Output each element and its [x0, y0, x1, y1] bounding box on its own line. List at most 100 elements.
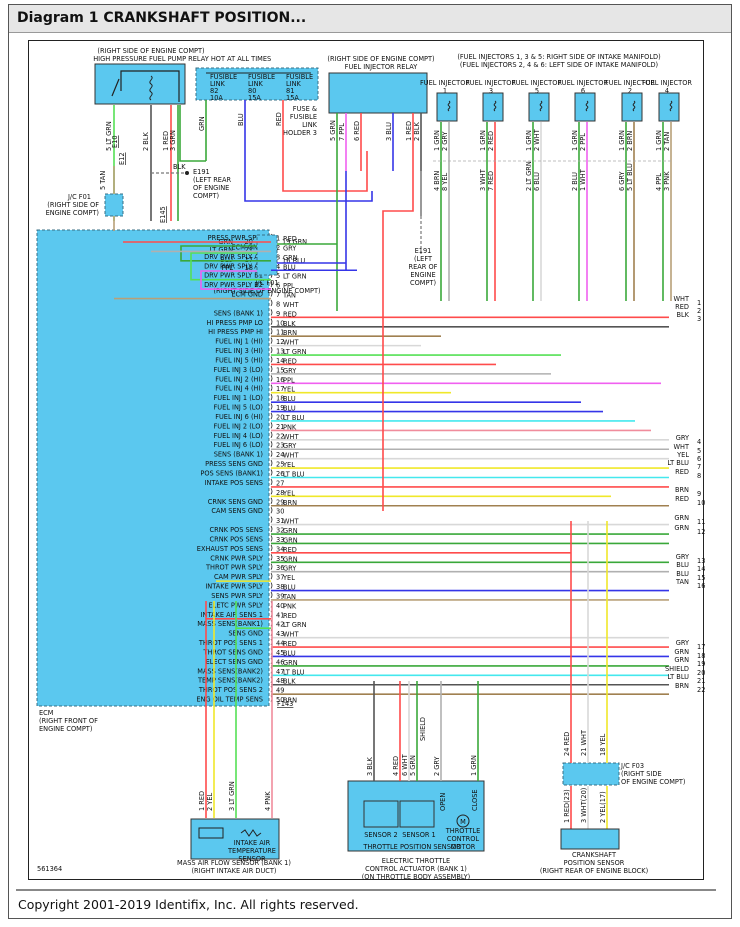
ecm-pin-number: 2: [276, 244, 280, 252]
injector-pin-label: 1 GRN: [433, 130, 441, 151]
injector-harness-label: 1 WHT: [579, 168, 587, 191]
ecm-pin-number: 49: [276, 687, 284, 695]
hp-fuel-pump-relay: [94, 63, 186, 105]
inj-relay-pin-label: 2 BLK: [413, 122, 421, 141]
ecm-wire-color-label: GRY: [283, 244, 297, 252]
offpage-connector-number: 14: [697, 565, 705, 573]
injector-harness-label: 8 YEL: [441, 173, 449, 191]
ecm-pin-terminal-icon: [270, 459, 273, 467]
ecm-wire-color-label: GRY: [283, 367, 297, 375]
injector-number: 4: [665, 87, 669, 95]
injector-name: FUEL INJECTOR: [420, 79, 470, 87]
ecm-pin-terminal-icon: [270, 422, 273, 429]
ecm-pin-label: FUEL INJ 3 (LO): [213, 366, 263, 374]
ecm-pin-number: 10: [276, 319, 284, 327]
jc-f01-mid-block: [256, 234, 278, 276]
ckp-pin-label: 2 YEL(17): [599, 791, 607, 823]
ecm-pin-terminal-icon: [270, 375, 273, 382]
offpage-connector-number: 12: [697, 528, 705, 536]
ecm-pin-terminal-icon: [270, 450, 273, 457]
ground-e191-location: (LEFT: [414, 255, 433, 263]
motor-icon: [456, 814, 470, 828]
ecm-pin-label: INTAKE PWR SPLY: [205, 583, 264, 591]
ecm-pin-number: 7: [276, 291, 280, 299]
jc-f01-wire-label: LT GRN: [209, 246, 233, 254]
ecm-wire-color-label: RED: [283, 612, 297, 620]
injector-harness-label: 3 WHT: [479, 168, 487, 191]
ecm-wire-color-label: WHT: [283, 433, 299, 441]
sensor-2-label: SENSOR 2: [364, 831, 398, 839]
ecm-pin-number: 46: [276, 658, 284, 666]
offpage-connector-number: 17: [697, 643, 705, 651]
offpage-wire-color: YEL: [676, 451, 689, 459]
ecm-pin-label: ENG OIL TEMP SENS: [196, 696, 263, 704]
injector-coil-icon: [493, 100, 497, 112]
mass-air-flow-sensor: [190, 818, 280, 860]
ecm-pin-number: 36: [276, 564, 284, 572]
ecm-wire-color-label: YEL: [282, 574, 295, 582]
ecm-pin-number: 45: [276, 649, 284, 657]
fuse-link-id: 80: [248, 87, 256, 95]
ecm-pin-terminal-icon: [270, 535, 273, 542]
offpage-connector-number: 1: [697, 299, 701, 307]
ecm-pin-number: 13: [276, 348, 284, 356]
relay-switch-icon: [111, 78, 120, 97]
ckp-name: POSITION SENSOR: [564, 859, 625, 867]
maf-pin-label: 3 LT GRN: [228, 781, 236, 811]
offpage-wire-color: RED: [675, 495, 689, 503]
title-bar: Diagram 1 CRANKSHAFT POSITION...: [9, 5, 731, 33]
hp-relay-pin-label: 5 LT GRN: [105, 121, 113, 151]
maf-pin-label: 1 RED: [198, 791, 206, 811]
fuse-link-amperage: 15A: [248, 94, 261, 102]
fuse-link-id: 82: [210, 87, 218, 95]
jc-f01-mid-name: J/C F01: [254, 279, 278, 287]
ecm-wire-color-label: GRN: [283, 536, 298, 544]
injector-coil-icon: [669, 100, 673, 112]
ecm-pin-terminal-icon: [270, 384, 273, 391]
offpage-connector-number: 15: [697, 574, 705, 582]
ecm-pin-terminal-icon: [270, 412, 273, 420]
injector-harness-label: 2 BLU: [571, 172, 579, 191]
ecm-pin-number: 37: [276, 574, 284, 582]
ecm-pin-terminal-icon: [270, 478, 273, 486]
ecm-pin-label: INTAKE POS SENS: [205, 479, 263, 487]
ecm-pin-label: FUEL INJ 1 (HI): [215, 338, 263, 346]
ecm-wire-color-label: PNK: [283, 423, 297, 431]
ecm-pin-terminal-icon: [270, 497, 273, 504]
crankshaft-position-sensor: [560, 828, 620, 850]
ecm-pin3-wire: [180, 245, 271, 262]
ecm-wire-color-label: LT BLU: [283, 414, 305, 422]
ecm-wire-color-label: GRN: [283, 527, 298, 535]
offpage-wire-color: GRY: [676, 639, 690, 647]
offpage-connector-number: 19: [697, 660, 705, 668]
jc-f01-right-label: 19 GRN: [282, 238, 307, 246]
injector-pin-label: 2 RED: [487, 131, 495, 151]
fuse-link-label: FUSIBLE: [210, 73, 237, 81]
ecm-wire-color-label: WHT: [283, 518, 299, 526]
ecm-pin-label: FUEL INJ 4 (LO): [213, 432, 263, 440]
ecm-pin-number: 42: [276, 621, 284, 629]
ecm-pin-number: 4: [276, 263, 280, 271]
ecm-wire-color-label: LT BLU: [283, 471, 305, 479]
fuse-link-label: LINK: [248, 80, 264, 88]
ecm-pin-label: INTAKE AIR SENS 1: [201, 611, 263, 619]
fuse-link-label: FUSIBLE: [248, 73, 275, 81]
ecm-pin-number: 32: [276, 527, 284, 535]
ecm-pin-label: CRNK SENS GND: [208, 498, 263, 506]
offpage-connector-number: 2: [697, 307, 701, 315]
ecm-wire-color-label: BLU: [283, 395, 296, 403]
ecm-wire-color-label: WHT: [283, 301, 299, 309]
inj-relay-name: FUEL INJECTOR RELAY: [345, 63, 419, 71]
ecm-pin-terminal-icon: [270, 356, 273, 363]
offpage-wire-color: BRN: [675, 486, 689, 494]
maf-pin-label: 4 PNK: [264, 791, 272, 811]
etc-name: CONTROL ACTUATOR (BANK 1): [365, 865, 467, 873]
ecm-pin-label: CRNK POS SENS: [210, 535, 263, 543]
jc-f01-top-pin: 5 TAN: [99, 171, 107, 190]
injector-location-note: (FUEL INJECTORS 1, 3 & 5: RIGHT SIDE OF …: [457, 53, 660, 61]
ecm-wire-color-label: BLK: [283, 320, 296, 328]
maf-element-icon: [198, 827, 224, 839]
ckp-pin-label: 3 WHT(20): [580, 788, 588, 823]
hp-relay-location: (RIGHT SIDE OF ENGINE COMPT): [97, 47, 204, 55]
